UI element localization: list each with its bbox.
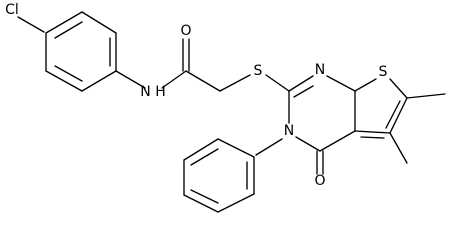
- phenyl-ring: [183, 138, 255, 213]
- molecule-structure: Cl N H O S N N O S: [5, 2, 446, 213]
- atom-s-thiophene: S: [379, 64, 388, 80]
- atom-nh: N H: [140, 84, 165, 100]
- atom-cl: Cl: [5, 2, 19, 18]
- atom-o-keto: O: [314, 173, 325, 189]
- thiophene-ring: [354, 78, 446, 164]
- pyrimidinone-ring: [288, 75, 356, 175]
- atom-labels: Cl N H O S N N O S: [5, 2, 387, 189]
- bond-n-phenyl: [255, 138, 283, 156]
- atom-o-amide: O: [180, 23, 191, 39]
- chlorophenyl-ring: [45, 11, 117, 92]
- bonds: [17, 11, 446, 213]
- atom-s-thioether: S: [254, 63, 263, 79]
- atom-n-phenyl: N: [284, 123, 294, 139]
- atom-n-pyrimidine: N: [315, 62, 325, 78]
- amide-linkage: [115, 38, 290, 92]
- bond-cl-ring: [17, 16, 45, 33]
